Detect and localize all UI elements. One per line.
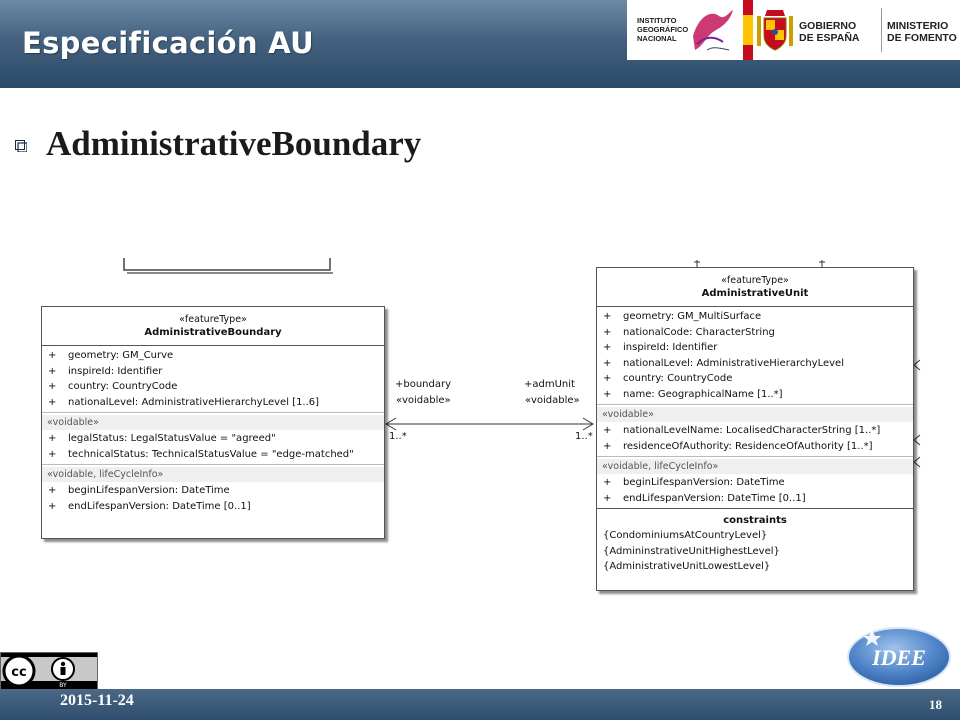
attribute-row: +geometry: GM_MultiSurface bbox=[603, 311, 762, 322]
attribute-row: +nationalLevelName: LocalisedCharacterSt… bbox=[603, 425, 881, 436]
class-name: AdministrativeUnit bbox=[701, 288, 809, 299]
constraint-row: {AdministrativeUnitLowestLevel} bbox=[603, 561, 771, 572]
ign-logo-text: INSTITUTO GEOGRÁFICO NACIONAL bbox=[637, 16, 689, 43]
attribute-row: +nationalLevel: AdministrativeHierarchyL… bbox=[48, 396, 320, 408]
arrowhead-left-icon bbox=[385, 417, 397, 431]
uml-class-administrative-boundary: «featureType» AdministrativeBoundary +ge… bbox=[41, 306, 385, 539]
attribute-section: +geometry: GM_Curve +inspireId: Identifi… bbox=[42, 346, 384, 413]
multiplicity-boundary-label: 1..* bbox=[389, 431, 407, 442]
attribute-row: +inspireId: Identifier bbox=[603, 342, 718, 353]
section-stereotype: «voidable, lifeCycleInfo» bbox=[597, 459, 913, 474]
multiplicity-admunit-label: 1..* bbox=[575, 431, 593, 442]
ministry-name: MINISTERIO DE FOMENTO bbox=[887, 20, 957, 44]
attribute-row: +nationalLevel: AdministrativeHierarchyL… bbox=[603, 357, 844, 369]
cc-by-license-badge: cc BY bbox=[0, 652, 98, 690]
spain-flag-icon bbox=[743, 0, 753, 60]
class-name: AdministrativeBoundary bbox=[144, 327, 282, 338]
attribute-row: +name: GeographicalName [1..*] bbox=[603, 388, 783, 400]
license-badge-text: BY bbox=[59, 682, 67, 689]
government-name: GOBIERNO DE ESPAÑA bbox=[799, 20, 860, 44]
class-stereotype: «featureType» bbox=[179, 314, 247, 325]
ign-logo: INSTITUTO GEOGRÁFICO NACIONAL bbox=[627, 0, 739, 60]
attribute-row: +beginLifespanVersion: DateTime bbox=[603, 477, 785, 488]
role-admunit-label: +admUnit bbox=[524, 379, 575, 390]
cc-icon bbox=[2, 654, 36, 688]
arrowhead-right-icon bbox=[582, 417, 594, 431]
coat-of-arms-icon bbox=[757, 10, 793, 51]
logo-divider bbox=[881, 8, 882, 52]
footer-date: 2015-11-24 bbox=[60, 692, 134, 709]
attribute-section-voidable: «voidable» +nationalLevelName: Localised… bbox=[597, 405, 913, 457]
constraint-row: {CondominiumsAtCountryLevel} bbox=[603, 530, 768, 541]
government-logo: GOBIERNO DE ESPAÑA MINISTERIO DE FOMENTO bbox=[743, 0, 960, 60]
partial-class-box bbox=[123, 258, 331, 271]
stereotype-boundary-label: «voidable» bbox=[396, 395, 451, 406]
uml-class-administrative-unit: «featureType» AdministrativeUnit +geomet… bbox=[596, 267, 914, 591]
section-stereotype: «voidable» bbox=[42, 415, 384, 430]
stereotype-admunit-label: «voidable» bbox=[525, 395, 580, 406]
institution-logos: INSTITUTO GEOGRÁFICO NACIONAL GOBIERNO D… bbox=[627, 0, 960, 60]
checkbox-bullet-icon bbox=[15, 140, 27, 152]
attribute-row: +technicalStatus: TechnicalStatusValue =… bbox=[48, 448, 354, 460]
constraint-row: {AdmininstrativeUnitHighestLevel} bbox=[603, 545, 780, 557]
attribute-row: +country: CountryCode bbox=[48, 381, 178, 392]
attribute-row: +country: CountryCode bbox=[603, 373, 733, 384]
constraints-section: constraints {CondominiumsAtCountryLevel}… bbox=[597, 509, 913, 577]
attribute-row: +geometry: GM_Curve bbox=[48, 350, 174, 361]
section-stereotype: «voidable» bbox=[597, 407, 913, 422]
class-header: «featureType» AdministrativeBoundary bbox=[42, 307, 384, 346]
attribute-section-voidable: «voidable» +legalStatus: LegalStatusValu… bbox=[42, 413, 384, 465]
role-boundary-label: +boundary bbox=[395, 379, 452, 390]
attribute-row: +beginLifespanVersion: DateTime bbox=[48, 485, 230, 496]
attribute-row: +inspireId: Identifier bbox=[48, 365, 163, 377]
star-icon bbox=[863, 630, 881, 646]
idee-logo-text: IDEE bbox=[871, 645, 926, 670]
attribute-section-lifecycle: «voidable, lifeCycleInfo» +beginLifespan… bbox=[42, 465, 384, 516]
class-header: «featureType» AdministrativeUnit bbox=[597, 268, 913, 307]
attribute-row: +nationalCode: CharacterString bbox=[603, 326, 775, 338]
page-title: Especificación AU bbox=[22, 26, 314, 60]
constraints-title: constraints bbox=[723, 515, 787, 526]
header-bar: Especificación AU INSTITUTO GEOGRÁFICO N… bbox=[0, 0, 960, 88]
attribute-row: +endLifespanVersion: DateTime [0..1] bbox=[603, 492, 806, 504]
footer-bar: 2015-11-24 18 bbox=[0, 689, 960, 720]
slide-heading: AdministrativeBoundary bbox=[46, 124, 422, 163]
class-stereotype: «featureType» bbox=[721, 275, 789, 286]
attribute-row: +legalStatus: LegalStatusValue = "agreed… bbox=[48, 433, 276, 444]
attribute-section: +geometry: GM_MultiSurface +nationalCode… bbox=[597, 307, 913, 405]
section-stereotype: «voidable, lifeCycleInfo» bbox=[42, 467, 384, 482]
attribute-row: +endLifespanVersion: DateTime [0..1] bbox=[48, 500, 251, 512]
attribute-section-lifecycle: «voidable, lifeCycleInfo» +beginLifespan… bbox=[597, 457, 913, 509]
attribute-row: +residenceOfAuthority: ResidenceOfAuthor… bbox=[603, 440, 873, 452]
idee-logo: IDEE bbox=[847, 627, 951, 687]
ign-logo-mark-icon bbox=[693, 10, 733, 51]
page-number: 18 bbox=[929, 697, 942, 712]
svg-text:cc: cc bbox=[11, 665, 26, 680]
